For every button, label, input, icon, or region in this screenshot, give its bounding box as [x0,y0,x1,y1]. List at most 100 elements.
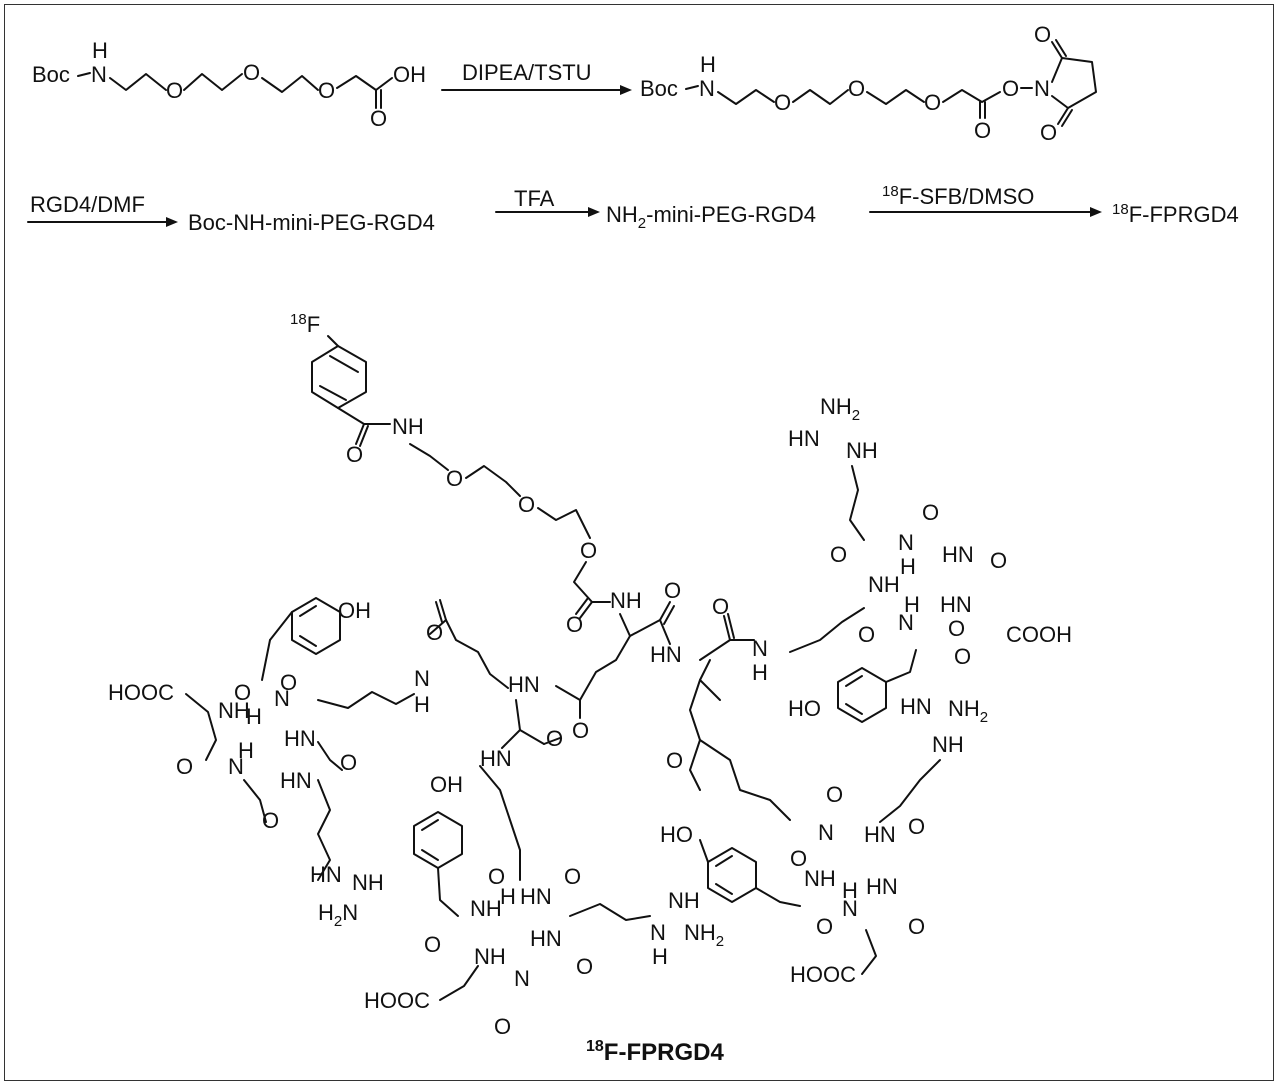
top-right-rgd-ring: NH2 HN NH O N H O HN O NH H HN N O O COO… [788,394,1072,723]
reactant-n-label: N [91,62,107,87]
br-tyr-ho: HO [660,822,693,847]
tr-tyr-ho: HO [788,696,821,721]
product-18f-fprgd4: 18F-FPRGD4 [1112,201,1239,227]
left-arg-nh: NH [352,870,384,895]
benzamide-o: O [346,442,363,467]
bottom-arg-h: H [652,944,668,969]
product-h-label: H [700,52,716,77]
structure-caption: 18F-FPRGD4 [586,1038,724,1066]
intermediate-nh2-peg-rgd4: NH2-mini-PEG-RGD4 [606,202,816,232]
product-ester-o: O [1002,76,1019,101]
lys-h-right: H [752,660,768,685]
product-imide-o1: O [1034,22,1051,47]
bottom-ring-nh1: NH [470,896,502,921]
reactant-boc-peg-acid: Boc H N O O O O OH [32,38,426,131]
bottom-asp-hooc: HOOC [364,988,430,1013]
bottom-right-rgd-ring: HN NH2 NH O N HN O O NH H HN N O O HOOC … [660,694,988,987]
left-ring-nh2: N [228,754,244,779]
left-ring-o3: O [176,754,193,779]
figure-frame [4,4,1274,1081]
tr-ring-n1: N [898,530,914,555]
bottom-ring-h1: H [500,884,516,909]
left-ring-nh1: NH [218,698,250,723]
reactant-boc-label: Boc [32,62,70,87]
reactant-carbonyl-o: O [370,106,387,131]
reactant-o2: O [243,60,260,85]
tr-ring-nh1: NH [868,572,900,597]
left-arg-h2n: H2N [318,900,358,930]
left-ring-o1: O [234,680,251,705]
lys-h-left: H [414,692,430,717]
br-arg-nh: NH [932,732,964,757]
product-imide-o2: O [1040,120,1057,145]
br-arg-hn: HN [900,694,932,719]
br-ring-o1: O [826,782,843,807]
left-ring-h1: H [246,704,262,729]
benzamide-nh: NH [392,414,424,439]
br-ring-nh1: NH [804,866,836,891]
glu-hn-down: HN [480,746,512,771]
reagent-18f-sfb: 18F-SFB/DMSO [882,183,1034,209]
br-arg-nh2: NH2 [948,696,988,726]
intermediate-boc-nh-peg-rgd4: Boc-NH-mini-PEG-RGD4 [188,210,435,235]
left-ring-hn: HN [280,768,312,793]
central-carbonyl-o: O [712,594,729,619]
left-arg-hn: HN [310,862,342,887]
peg-o1: O [446,466,463,491]
bottom-ring-nh2: NH [474,944,506,969]
glu-carbonyl-o1: O [664,578,681,603]
keto-o: O [666,748,683,773]
left-ring-o2: O [280,670,297,695]
bottom-ring-hn2: HN [530,926,562,951]
product-o2: O [848,76,865,101]
product-succinimide-n: N [1034,76,1050,101]
tr-arg-nh: NH [846,438,878,463]
bottom-arg-nh2: NH2 [684,920,724,950]
br-ring-o4: O [816,914,833,939]
tr-ring-o5: O [948,616,965,641]
reactant-o1: O [166,78,183,103]
product-carbonyl-o: O [974,118,991,143]
tr-arg-hn: HN [788,426,820,451]
bottom-tyr-oh: OH [430,772,463,797]
product-boc-label: Boc [640,76,678,101]
reagent-rgd4-dmf: RGD4/DMF [30,192,145,217]
tr-ring-o3: O [990,548,1007,573]
tr-ring-h2: H [904,592,920,617]
tr-ring-hn1: HN [942,542,974,567]
left-ring-o4: O [262,808,279,833]
product-nhs-ester: Boc H N O O O O O N O O [640,22,1097,145]
bottom-arg-n: N [650,920,666,945]
reagent-tfa: TFA [514,186,555,211]
bottom-ring-o4: O [576,954,593,979]
br-ring-o5: O [908,914,925,939]
reactant-oh: OH [393,62,426,87]
tr-ring-o4: O [858,622,875,647]
bottom-rgd-ring: OH O NH H HN O O NH HN N O HOOC O N H NH… [364,765,724,1039]
br-ring-o3: O [790,846,807,871]
left-rgd-ring: OH O N O NH H HOOC O N H O HN HN O HN NH [108,597,415,930]
bottom-ring-o5: O [494,1014,511,1039]
glu-carbonyl-o2: O [572,718,589,743]
glu-nh-2: HN [508,672,540,697]
br-ring-o2: O [908,814,925,839]
reactant-o3: O [318,78,335,103]
tr-ring-hn2: HN [940,592,972,617]
lys-nh-left: N [414,666,430,691]
peg-amide-o: O [566,612,583,637]
fluorine-18-label: 18F [290,311,320,337]
bottom-ring-hn: HN [520,884,552,909]
tr-ring-o6: O [954,644,971,669]
peg-o2: O [518,492,535,517]
br-ring-n2: N [842,896,858,921]
br-ring-hn1: HN [864,822,896,847]
tr-ring-n2: N [898,610,914,635]
bottom-ring-o3: O [424,932,441,957]
left-ring-n1: N [274,686,290,711]
left-ring-o5: O [340,750,357,775]
tr-ring-o1: O [830,542,847,567]
left-asp-hooc: HOOC [108,680,174,705]
br-ring-n1: N [818,820,834,845]
left-ring-h2: H [238,738,254,763]
